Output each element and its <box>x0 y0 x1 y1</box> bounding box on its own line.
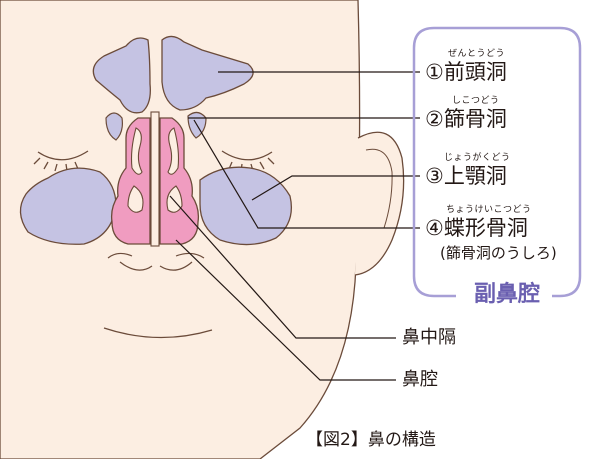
nasal-septum <box>151 112 159 246</box>
maxillary-sinus-ruby: じょうがくどう <box>444 154 511 163</box>
sphenoid-sinus-ruby: ちょうけいこつどう <box>446 206 532 215</box>
maxillary-sinus-label: ③上顎洞 <box>425 166 507 187</box>
figure-caption: 【図2】鼻の構造 <box>306 432 436 449</box>
nasal-cavity-label: 鼻腔 <box>402 371 438 389</box>
sphenoid-sinus-note: (篩骨洞のうしろ) <box>440 246 557 261</box>
sphenoid-sinus-label: ④蝶形骨洞 <box>425 218 528 239</box>
ear <box>355 132 404 275</box>
nasal-septum-label: 鼻中隔 <box>402 329 456 347</box>
frontal-sinus-ruby: ぜんとうどう <box>448 50 505 59</box>
paranasal-sinus-title: 副鼻腔 <box>462 284 552 306</box>
frontal-sinus-label: ①前頭洞 <box>425 62 507 83</box>
ethmoid-sinus-label: ②篩骨洞 <box>425 109 507 130</box>
ethmoid-sinus-ruby: しこつどう <box>452 97 500 106</box>
